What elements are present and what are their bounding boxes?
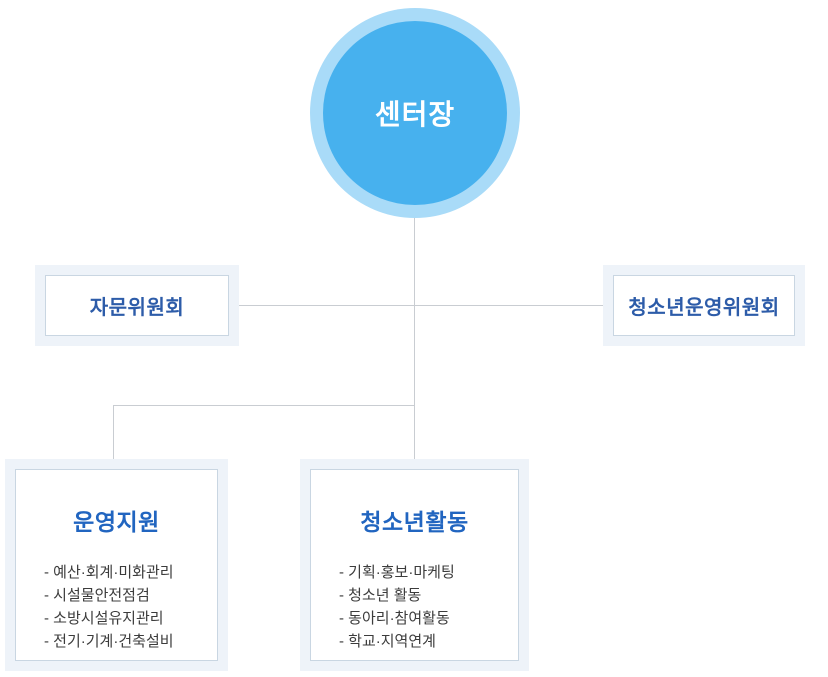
dept-item: - 학교·지역연계 — [339, 633, 436, 650]
dept-list-operations-support: - 예산·회계·미화관리 - 시설물안전점검 - 소방시설유지관리 - 전기·기… — [16, 561, 217, 653]
connector-director-vertical — [414, 217, 415, 459]
dept-box-operations-support-inner: 운영지원 - 예산·회계·미화관리 - 시설물안전점검 - 소방시설유지관리 -… — [15, 469, 218, 661]
dept-box-operations-support: 운영지원 - 예산·회계·미화관리 - 시설물안전점검 - 소방시설유지관리 -… — [5, 459, 228, 671]
dept-item: - 기획·홍보·마케팅 — [339, 564, 455, 581]
director-label: 센터장 — [374, 99, 456, 130]
dept-item: - 시설물안전점검 — [44, 587, 150, 604]
committee-label-youth-operating: 청소년운영위원회 — [628, 297, 780, 319]
dept-box-youth-activities: 청소년활동 - 기획·홍보·마케팅 - 청소년 활동 - 동아리·참여활동 - … — [300, 459, 529, 671]
dept-item: - 소방시설유지관리 — [44, 610, 164, 627]
connector-committees-horizontal — [239, 305, 603, 306]
dept-title-youth-activities: 청소년활동 — [360, 509, 469, 535]
committee-box-youth-operating-inner: 청소년운영위원회 — [613, 275, 795, 336]
director-node: 센터장 — [310, 8, 520, 218]
connector-departments-horizontal — [113, 405, 415, 406]
dept-item: - 청소년 활동 — [339, 587, 422, 604]
director-node-fill: 센터장 — [323, 21, 507, 205]
dept-item: - 예산·회계·미화관리 — [44, 564, 174, 581]
dept-item: - 동아리·참여활동 — [339, 610, 450, 627]
committee-box-advisory: 자문위원회 — [35, 265, 239, 346]
dept-title-operations-support: 운영지원 — [73, 509, 160, 535]
dept-box-youth-activities-inner: 청소년활동 - 기획·홍보·마케팅 - 청소년 활동 - 동아리·참여활동 - … — [310, 469, 519, 661]
committee-label-advisory: 자문위원회 — [89, 297, 185, 319]
committee-box-youth-operating: 청소년운영위원회 — [603, 265, 805, 346]
committee-box-advisory-inner: 자문위원회 — [45, 275, 229, 336]
dept-list-youth-activities: - 기획·홍보·마케팅 - 청소년 활동 - 동아리·참여활동 - 학교·지역연… — [311, 561, 518, 653]
dept-item: - 전기·기계·건축설비 — [44, 633, 174, 650]
connector-operations-vertical — [113, 405, 114, 459]
